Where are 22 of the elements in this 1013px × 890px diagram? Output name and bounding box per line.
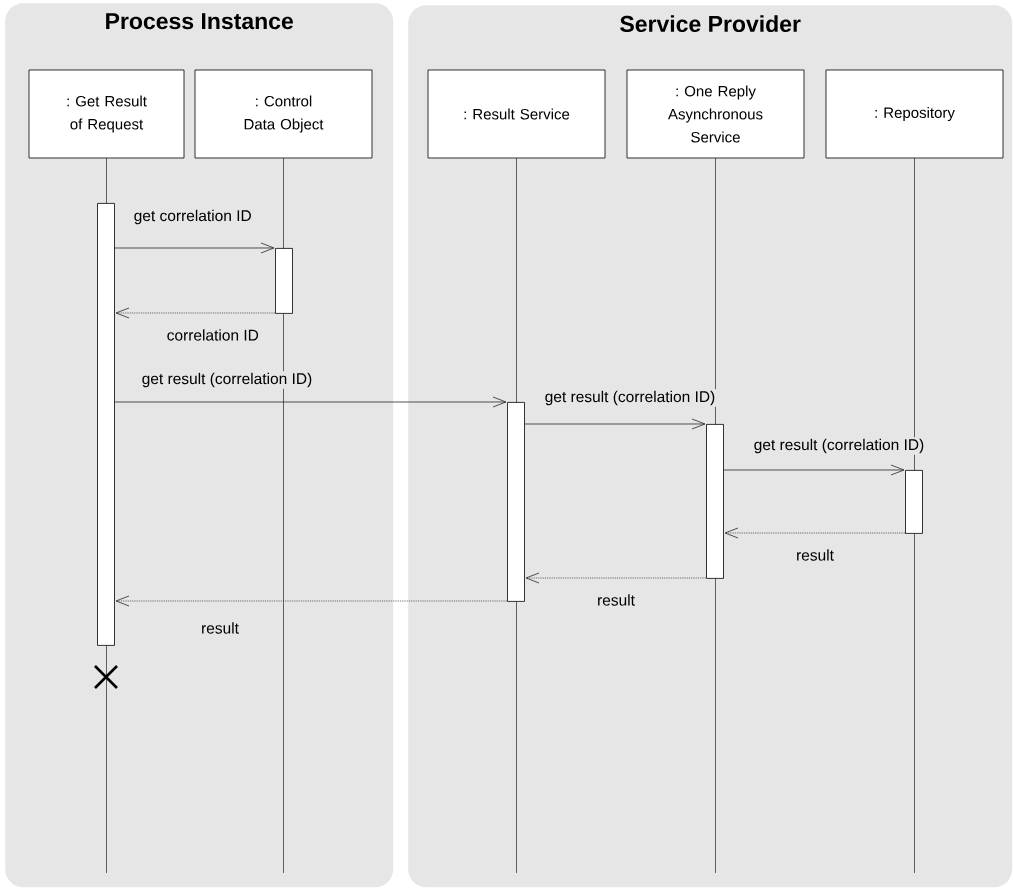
lifeline-box: : Control Data Object — [194, 69, 373, 159]
message-arrow — [115, 307, 276, 319]
message-label: get correlation ID — [132, 208, 254, 226]
message-arrow — [114, 242, 275, 254]
lifeline-box: : One Reply Asynchronous Service — [626, 69, 805, 159]
message-label: get result (correlation ID) — [140, 371, 314, 389]
activation-bar — [507, 402, 525, 602]
activation-bar — [905, 470, 923, 534]
lifeline-box: : Repository — [825, 69, 1004, 159]
message-arrow — [114, 396, 507, 408]
message-arrow — [524, 418, 706, 430]
message-arrow — [724, 527, 906, 539]
message-label: get result (correlation ID) — [543, 389, 717, 407]
activation-bar — [97, 203, 115, 646]
message-label: get result (correlation ID) — [752, 437, 926, 455]
activation-bar — [275, 248, 293, 314]
message-arrow — [115, 595, 508, 607]
lifeline-box: : Result Service — [427, 69, 606, 159]
activation-bar — [706, 424, 724, 579]
message-arrow — [723, 464, 905, 476]
lifeline-box: : Get Result of Request — [28, 69, 185, 159]
message-arrow — [525, 572, 707, 584]
